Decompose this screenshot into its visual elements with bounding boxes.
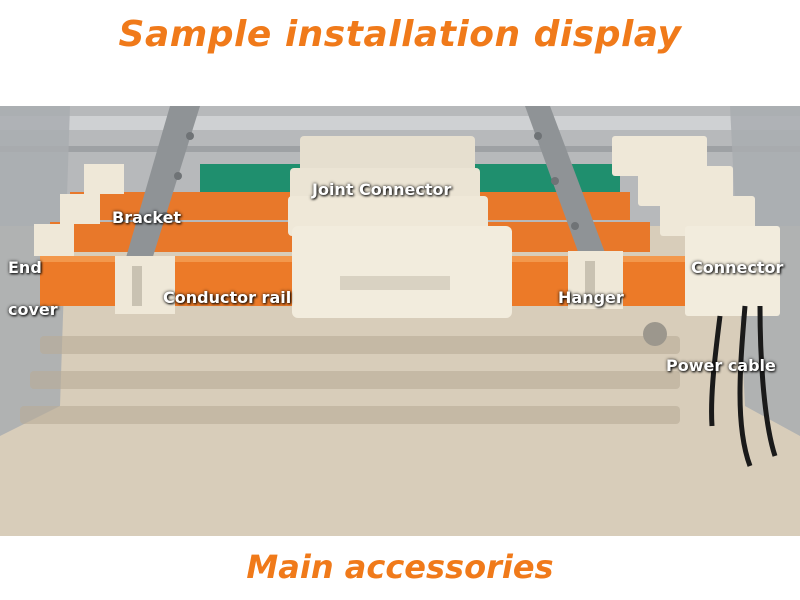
label-end-cover-line1: End bbox=[8, 258, 42, 277]
hanger-left bbox=[115, 256, 175, 314]
end-cover-3 bbox=[34, 224, 74, 256]
bracket-left bbox=[125, 106, 200, 266]
end-cover-2 bbox=[60, 194, 100, 224]
joint-connector-front bbox=[292, 226, 512, 318]
label-bracket: Bracket bbox=[112, 208, 182, 227]
label-hanger: Hanger bbox=[558, 288, 624, 307]
floor-grommet bbox=[643, 322, 667, 346]
footer-caption: Main accessories bbox=[246, 548, 554, 586]
hanger-right bbox=[568, 251, 623, 309]
label-conductor-rail: Conductor rail bbox=[163, 288, 292, 307]
floor-shadows bbox=[20, 336, 680, 424]
label-power-cable: Power cable bbox=[666, 356, 776, 375]
page-title: Sample installation display bbox=[118, 14, 682, 55]
label-connector: Connector bbox=[691, 258, 784, 277]
end-cover-1 bbox=[84, 164, 124, 194]
bracket-right bbox=[525, 106, 610, 271]
label-joint-connector: Joint Connector bbox=[312, 180, 452, 199]
connector-4 bbox=[685, 226, 780, 316]
label-end-cover-line2: cover bbox=[8, 300, 58, 319]
installation-photo bbox=[0, 106, 800, 536]
power-cables bbox=[709, 305, 778, 467]
